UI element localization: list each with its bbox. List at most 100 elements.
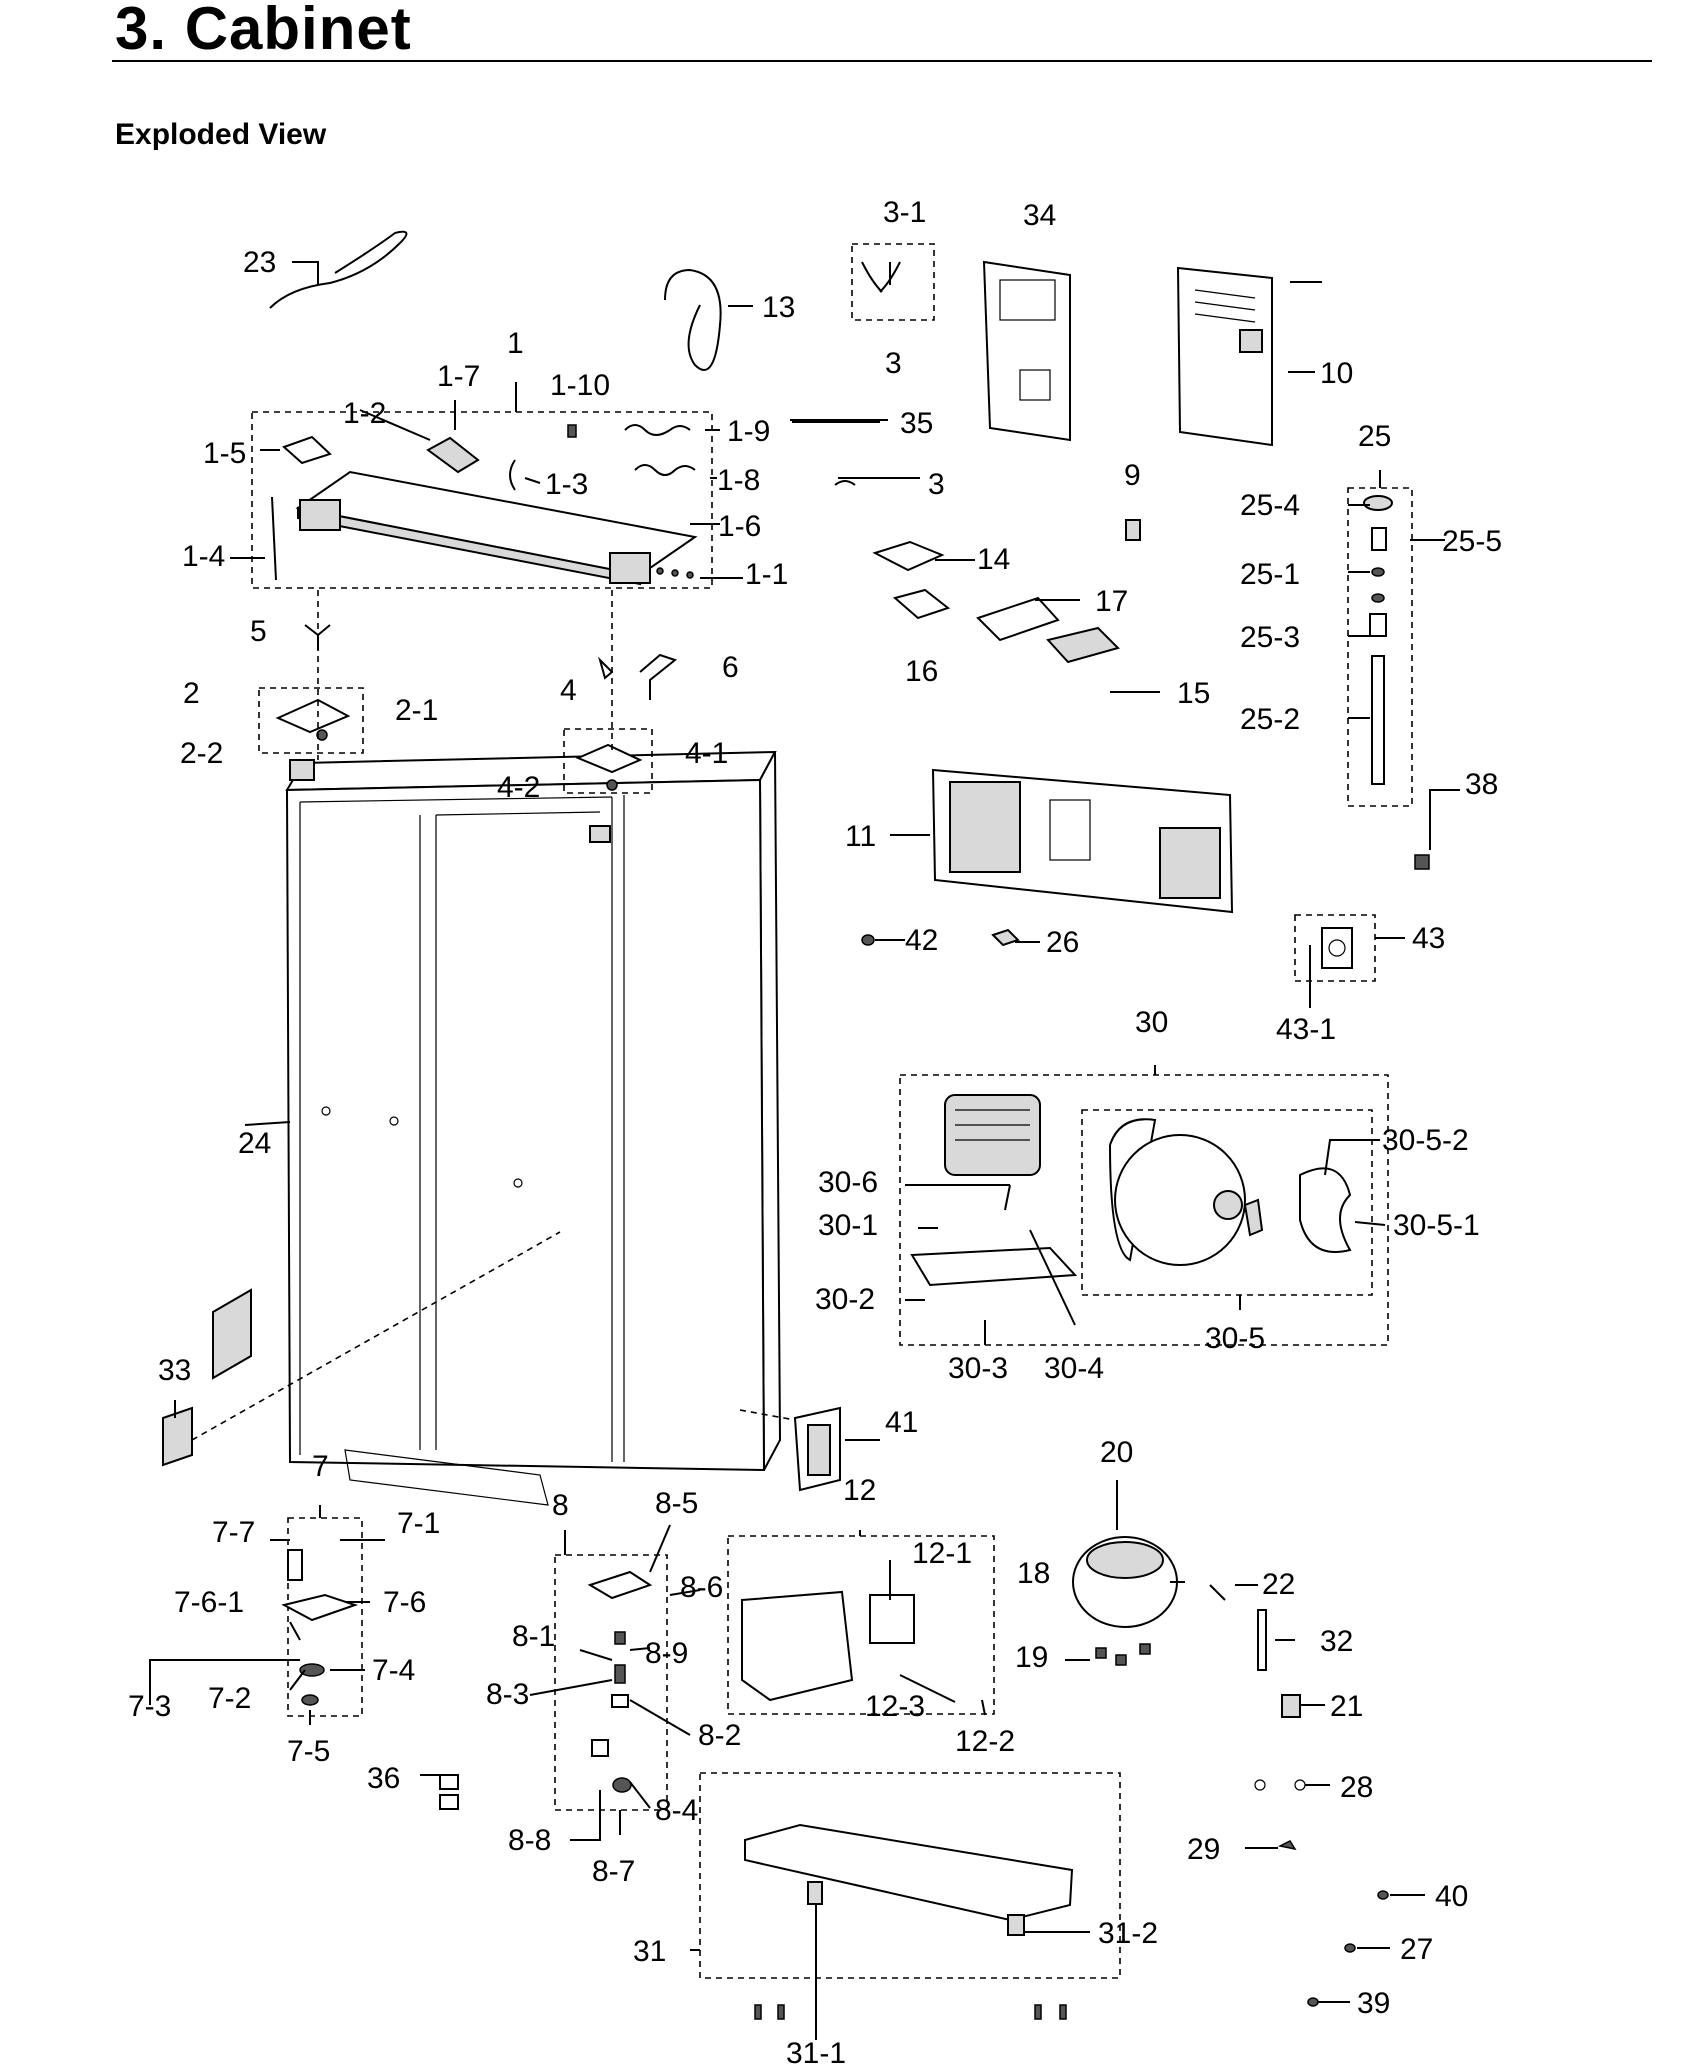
label-part-10: 10 xyxy=(1320,357,1353,390)
label-part-38: 38 xyxy=(1465,768,1498,801)
label-part-7-4: 7-4 xyxy=(372,1654,415,1687)
label-part-42: 42 xyxy=(905,924,938,957)
label-part-1-8: 1-8 xyxy=(717,464,760,497)
label-part-7-1: 7-1 xyxy=(397,1507,440,1540)
label-part-20: 20 xyxy=(1100,1436,1133,1469)
label-part-8-8: 8-8 xyxy=(508,1824,551,1857)
label-part-5: 5 xyxy=(250,615,267,648)
label-part-8-6: 8-6 xyxy=(680,1571,723,1604)
label-part-7-3: 7-3 xyxy=(128,1690,171,1723)
label-part-25-1: 25-1 xyxy=(1240,558,1300,591)
label-part-25-5: 25-5 xyxy=(1442,525,1502,558)
label-part-7-6-1: 7-6-1 xyxy=(174,1586,244,1619)
label-part-11: 11 xyxy=(845,820,876,853)
label-part-24: 24 xyxy=(238,1127,271,1160)
label-part-21: 21 xyxy=(1330,1690,1363,1723)
label-part-8-9: 8-9 xyxy=(645,1637,688,1670)
label-part-30: 30 xyxy=(1135,1006,1168,1039)
label-part-29: 29 xyxy=(1187,1833,1220,1866)
label-part-25-4: 25-4 xyxy=(1240,489,1300,522)
label-part-30-3: 30-3 xyxy=(948,1352,1008,1385)
label-part-31-2: 31-2 xyxy=(1098,1917,1158,1950)
label-part-30-5-2: 30-5-2 xyxy=(1382,1124,1469,1157)
label-part-4-1: 4-1 xyxy=(685,737,728,770)
label-part-23: 23 xyxy=(243,246,276,279)
machine-cover xyxy=(931,768,1234,914)
label-part-33: 33 xyxy=(158,1354,191,1387)
lower-right-hinge xyxy=(554,1554,668,1811)
label-part-17: 17 xyxy=(1095,585,1128,618)
label-part-35: 35 xyxy=(900,407,933,440)
label-part-7: 7 xyxy=(312,1450,329,1483)
label-part-8: 8 xyxy=(552,1489,569,1522)
label-part-13: 13 xyxy=(762,291,795,324)
label-part-2: 2 xyxy=(183,677,200,710)
label-part-3b: 3 xyxy=(928,468,945,501)
control-board-parts xyxy=(790,419,1141,664)
label-part-30-1: 30-1 xyxy=(818,1209,878,1242)
page-title: 3. Cabinet xyxy=(115,0,412,62)
label-part-3: 3 xyxy=(885,347,902,380)
top-row-parts xyxy=(269,230,1273,447)
label-part-1-5: 1-5 xyxy=(203,437,246,470)
label-part-7-2: 7-2 xyxy=(208,1682,251,1715)
ice-maker-module xyxy=(727,1535,995,1715)
label-part-41: 41 xyxy=(885,1406,918,1439)
label-part-1-1: 1-1 xyxy=(745,558,788,591)
label-part-12: 12 xyxy=(843,1474,876,1507)
fan-assembly xyxy=(899,1074,1389,1346)
label-part-3-1: 3-1 xyxy=(883,196,926,229)
label-part-30-2: 30-2 xyxy=(815,1283,875,1316)
label-part-30-4: 30-4 xyxy=(1044,1352,1104,1385)
label-part-1-10: 1-10 xyxy=(550,369,610,402)
label-part-8-4: 8-4 xyxy=(655,1794,698,1827)
label-part-30-5-1: 30-5-1 xyxy=(1393,1209,1480,1242)
label-part-30-5: 30-5 xyxy=(1205,1322,1265,1355)
label-part-7-6: 7-6 xyxy=(383,1586,426,1619)
label-part-4-2: 4-2 xyxy=(497,771,540,804)
label-part-14: 14 xyxy=(977,543,1010,576)
base-plate xyxy=(699,1772,1121,2020)
label-part-8-7: 8-7 xyxy=(592,1855,635,1888)
label-part-39: 39 xyxy=(1357,1987,1390,2020)
label-part-1: 1 xyxy=(507,327,524,360)
label-part-6: 6 xyxy=(722,651,739,684)
label-part-9: 9 xyxy=(1124,459,1141,492)
label-part-43-1: 43-1 xyxy=(1276,1013,1336,1046)
label-part-26: 26 xyxy=(1046,926,1079,959)
label-part-16: 16 xyxy=(905,655,938,688)
label-part-15: 15 xyxy=(1177,677,1210,710)
label-part-12-2: 12-2 xyxy=(955,1725,1015,1758)
label-part-28: 28 xyxy=(1340,1771,1373,1804)
label-part-31-1: 31-1 xyxy=(786,2037,846,2064)
small-parts-row xyxy=(861,914,1376,982)
label-part-22: 22 xyxy=(1262,1568,1295,1601)
label-part-1-9: 1-9 xyxy=(727,415,770,448)
label-part-8-1: 8-1 xyxy=(512,1620,555,1653)
label-part-25-2: 25-2 xyxy=(1240,703,1300,736)
label-part-36: 36 xyxy=(367,1762,400,1795)
label-part-27: 27 xyxy=(1400,1933,1433,1966)
label-part-2-2: 2-2 xyxy=(180,737,223,770)
label-part-18: 18 xyxy=(1017,1557,1050,1590)
label-part-30-6: 30-6 xyxy=(818,1166,878,1199)
leader-lines xyxy=(149,261,1460,2040)
compressor-parts xyxy=(1072,1536,1389,2007)
part-labels: 23 13 3-1 3 34 10 1 1-7 1-10 1-2 1-9 35 … xyxy=(128,196,1502,2064)
label-part-8-3: 8-3 xyxy=(486,1678,529,1711)
grill-parts xyxy=(162,1231,841,1492)
lower-left-hinge xyxy=(281,1517,459,1810)
top-cover-assembly xyxy=(251,411,713,589)
label-part-2-1: 2-1 xyxy=(395,694,438,727)
cabinet-body xyxy=(285,750,782,1506)
label-part-40: 40 xyxy=(1435,1880,1468,1913)
label-part-34: 34 xyxy=(1023,199,1056,232)
title-rule xyxy=(112,60,1652,62)
label-part-1-4: 1-4 xyxy=(182,540,225,573)
hinge-assemblies xyxy=(258,590,678,794)
label-part-1-3: 1-3 xyxy=(545,468,588,501)
label-part-1-6: 1-6 xyxy=(718,510,761,543)
label-part-31: 31 xyxy=(633,1935,666,1968)
label-part-1-2: 1-2 xyxy=(343,397,386,430)
